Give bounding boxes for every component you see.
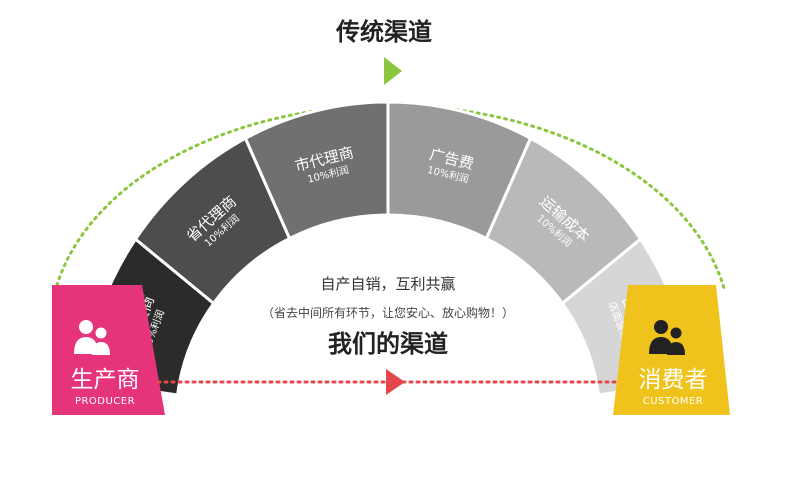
consumer-title: 消费者 — [639, 367, 708, 393]
consumer-people-icon — [649, 320, 685, 355]
red-arrow-icon — [386, 369, 405, 395]
green-arrow-icon — [384, 57, 402, 85]
center-subline: （省去中间所有环节，让您安心、放心购物！） — [262, 305, 514, 320]
our-channel-title: 我们的渠道 — [328, 330, 448, 358]
producer-people-icon — [74, 320, 110, 355]
consumer-subtitle: CUSTOMER — [643, 396, 704, 407]
producer-subtitle: PRODUCER — [75, 396, 135, 407]
center-headline: 自产自销，互利共赢 — [320, 275, 455, 293]
producer-title: 生产商 — [71, 367, 140, 393]
traditional-channel-title: 传统渠道 — [335, 18, 432, 46]
